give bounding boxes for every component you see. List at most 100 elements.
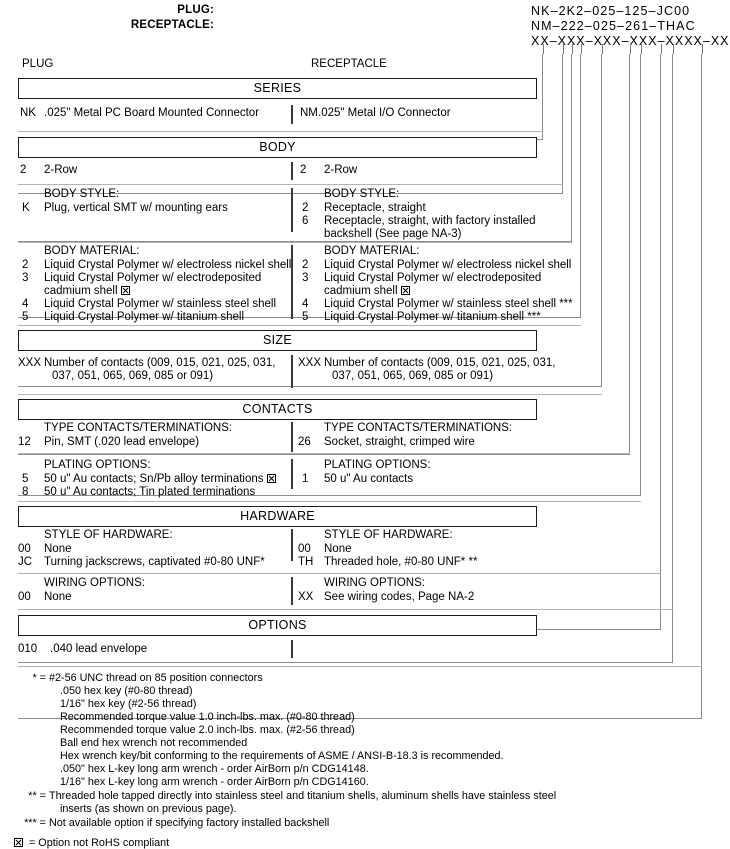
- tick-mark-2: [563, 44, 564, 54]
- plug-label: PLUG:: [177, 4, 214, 16]
- rohs-icon: [400, 286, 410, 295]
- body-material-plug-code-4: 5: [22, 311, 29, 323]
- section-contacts-type: TYPE CONTACTS/TERMINATIONS: 12 Pin, SMT …: [0, 420, 730, 455]
- bracket-options: [18, 54, 702, 719]
- body-material-receptacle-text-2: cadmium shell: [324, 285, 410, 297]
- body-material-plug-text-2: cadmium shell: [44, 285, 130, 297]
- rule-below-body-style: [18, 242, 572, 243]
- column-divider-body-style: [291, 188, 293, 232]
- column-divider-series: [291, 105, 293, 124]
- hardware-style-receptacle-code-0: 00: [298, 543, 311, 555]
- section-body-style: BODY STYLE: K Plug, vertical SMT w/ moun…: [0, 186, 730, 243]
- hardware-style-plug-text-0: None: [44, 543, 72, 555]
- body-style-receptacle-text-2: backshell (See page NA-3): [324, 228, 462, 240]
- footnote-single-star-line-1: .050 hex key (#0-80 thread): [60, 685, 193, 697]
- part-number-row-plug: PLUG: NK–2K2–025–125–JC00: [0, 4, 730, 21]
- footnote-single-star-line-6: Hex wrench key/bit conforming to the req…: [60, 750, 504, 762]
- tick-mark-8: [661, 44, 662, 54]
- footnote-double-star-line-0: Threaded hole tapped directly into stain…: [49, 790, 557, 802]
- wiring-receptacle-text-0: See wiring codes, Page NA-2: [324, 591, 475, 603]
- tick-mark-7: [641, 44, 642, 54]
- plating-plug-label: PLATING OPTIONS:: [44, 459, 151, 471]
- plating-plug-text-0: 50 u" Au contacts; Sn/Pb alloy terminati…: [44, 473, 276, 485]
- wiring-receptacle-code-0: XX: [298, 591, 314, 603]
- body-style-receptacle-code-0: 2: [302, 202, 309, 214]
- size-plug-line1: Number of contacts (009, 015, 021, 025, …: [44, 357, 276, 369]
- tick-mark-5: [602, 44, 603, 54]
- tick-mark-9: [673, 44, 674, 54]
- plating-plug-code-0: 5: [22, 473, 29, 485]
- body-material-plug-text-4: Liquid Crystal Polymer w/ titanium shell: [44, 311, 245, 323]
- rule-below-options: [18, 666, 702, 667]
- contacts-type-plug-code-0: 12: [18, 436, 31, 448]
- part-number-header: PLUG: NK–2K2–025–125–JC00 RECEPTACLE: NM…: [0, 0, 730, 58]
- series-plug-text: .025" Metal PC Board Mounted Connector: [44, 107, 260, 119]
- body-style-receptacle-text-1: Receptacle, straight, with factory insta…: [324, 215, 536, 227]
- rule-below-plating: [18, 501, 641, 502]
- section-size: XXX Number of contacts (009, 015, 021, 0…: [0, 351, 730, 396]
- column-divider-size: [291, 355, 293, 388]
- body-style-plug-label: BODY STYLE:: [44, 188, 120, 200]
- part-number-row-receptacle: RECEPTACLE: NM–222–025–261–THAC: [0, 19, 730, 36]
- part-number-row-mask: XX–XXX–XXX–XXX–XXXX–XXX: [0, 34, 730, 51]
- column-header-plug: PLUG: [22, 58, 54, 70]
- body-material-plug-text-1: Liquid Crystal Polymer w/ electrodeposit…: [44, 272, 262, 284]
- size-plug-code: XXX: [18, 357, 42, 369]
- size-plug-line2: 037, 051, 065, 069, 085 or 091): [52, 370, 214, 382]
- column-divider-plating: [291, 459, 293, 489]
- rule-below-hardware-style: [18, 573, 661, 574]
- section-series: NK .025" Metal PC Board Mounted Connecto…: [0, 99, 730, 133]
- wiring-plug-code-0: 00: [18, 591, 31, 603]
- part-number-mask: XX–XXX–XXX–XXX–XXXX–XXX: [531, 34, 730, 48]
- body-material-receptacle-code-4: 5: [302, 311, 309, 323]
- series-receptacle-code: NM: [300, 107, 318, 119]
- footnote-single-star-line-8: 1/16" hex L-key long arm wrench - order …: [60, 776, 369, 788]
- contacts-type-receptacle-label: TYPE CONTACTS/TERMINATIONS:: [324, 422, 513, 434]
- footnote-single-star-line-5: Ball end hex wrench not recommended: [60, 737, 248, 749]
- size-receptacle-line1: Number of contacts (009, 015, 021, 025, …: [324, 357, 556, 369]
- hardware-style-receptacle-code-1: TH: [298, 556, 314, 568]
- section-bar-options: OPTIONS: [18, 615, 537, 636]
- plating-receptacle-code-0: 1: [302, 473, 309, 485]
- options-plug-text-0: .040 lead envelope: [50, 643, 148, 655]
- body-material-receptacle-code-0: 2: [302, 259, 309, 271]
- section-options: 010 .040 lead envelope: [0, 636, 730, 668]
- footnote-triple-star-mark: *** =: [24, 817, 46, 829]
- section-bar-body: BODY: [18, 137, 537, 158]
- column-divider-contacts-type: [291, 422, 293, 452]
- hardware-style-plug-code-1: JC: [18, 556, 33, 568]
- section-bar-series: SERIES: [18, 78, 537, 99]
- contacts-type-receptacle-text-0: Socket, straight, crimped wire: [324, 436, 475, 448]
- section-bar-size: SIZE: [18, 330, 537, 351]
- bracket-size: [18, 54, 602, 387]
- section-hardware-wiring: WIRING OPTIONS: 00 None WIRING OPTIONS: …: [0, 575, 730, 611]
- body-material-receptacle-code-1: 3: [302, 272, 309, 284]
- bracket-wiring: [18, 54, 673, 663]
- bracket-body-material: [18, 54, 581, 318]
- body-row-receptacle-code: 2: [300, 164, 307, 176]
- footnote-rohs-legend-text: = Option not RoHS compliant: [29, 837, 170, 849]
- body-material-receptacle-text-3: Liquid Crystal Polymer w/ stainless stee…: [324, 298, 573, 310]
- plating-plug-code-1: 8: [22, 486, 29, 498]
- rule-below-body-material: [18, 325, 581, 326]
- bracket-plating: [18, 54, 641, 496]
- column-divider-options: [291, 640, 293, 658]
- body-row-receptacle-text: 2-Row: [324, 164, 358, 176]
- body-material-plug-text-2-label: cadmium shell: [44, 285, 118, 297]
- section-contacts-plating: PLATING OPTIONS: 50 u" Au contacts; Sn/P…: [0, 455, 730, 503]
- footnote-single-star-line-2: 1/16" hex key (#2-56 thread): [60, 698, 197, 710]
- size-receptacle-line2: 037, 051, 065, 069, 085 or 091): [332, 370, 494, 382]
- column-divider-body-material: [291, 245, 293, 319]
- column-divider-body-row: [291, 162, 293, 180]
- body-material-receptacle-text-2-label: cadmium shell: [324, 285, 398, 297]
- bracket-body-style: [18, 54, 572, 242]
- tick-mark-1: [543, 44, 544, 54]
- footnote-rohs-legend: = Option not RoHS compliant: [14, 837, 169, 849]
- wiring-receptacle-label: WIRING OPTIONS:: [324, 577, 425, 589]
- body-style-receptacle-text-0: Receptacle, straight: [324, 202, 426, 214]
- footnote-single-star-line-0: #2-56 UNC thread on 85 position connecto…: [49, 672, 263, 684]
- body-material-plug-code-1: 3: [22, 272, 29, 284]
- body-style-receptacle-code-1: 6: [302, 215, 309, 227]
- body-material-plug-label: BODY MATERIAL:: [44, 245, 140, 257]
- body-material-plug-text-3: Liquid Crystal Polymer w/ stainless stee…: [44, 298, 277, 310]
